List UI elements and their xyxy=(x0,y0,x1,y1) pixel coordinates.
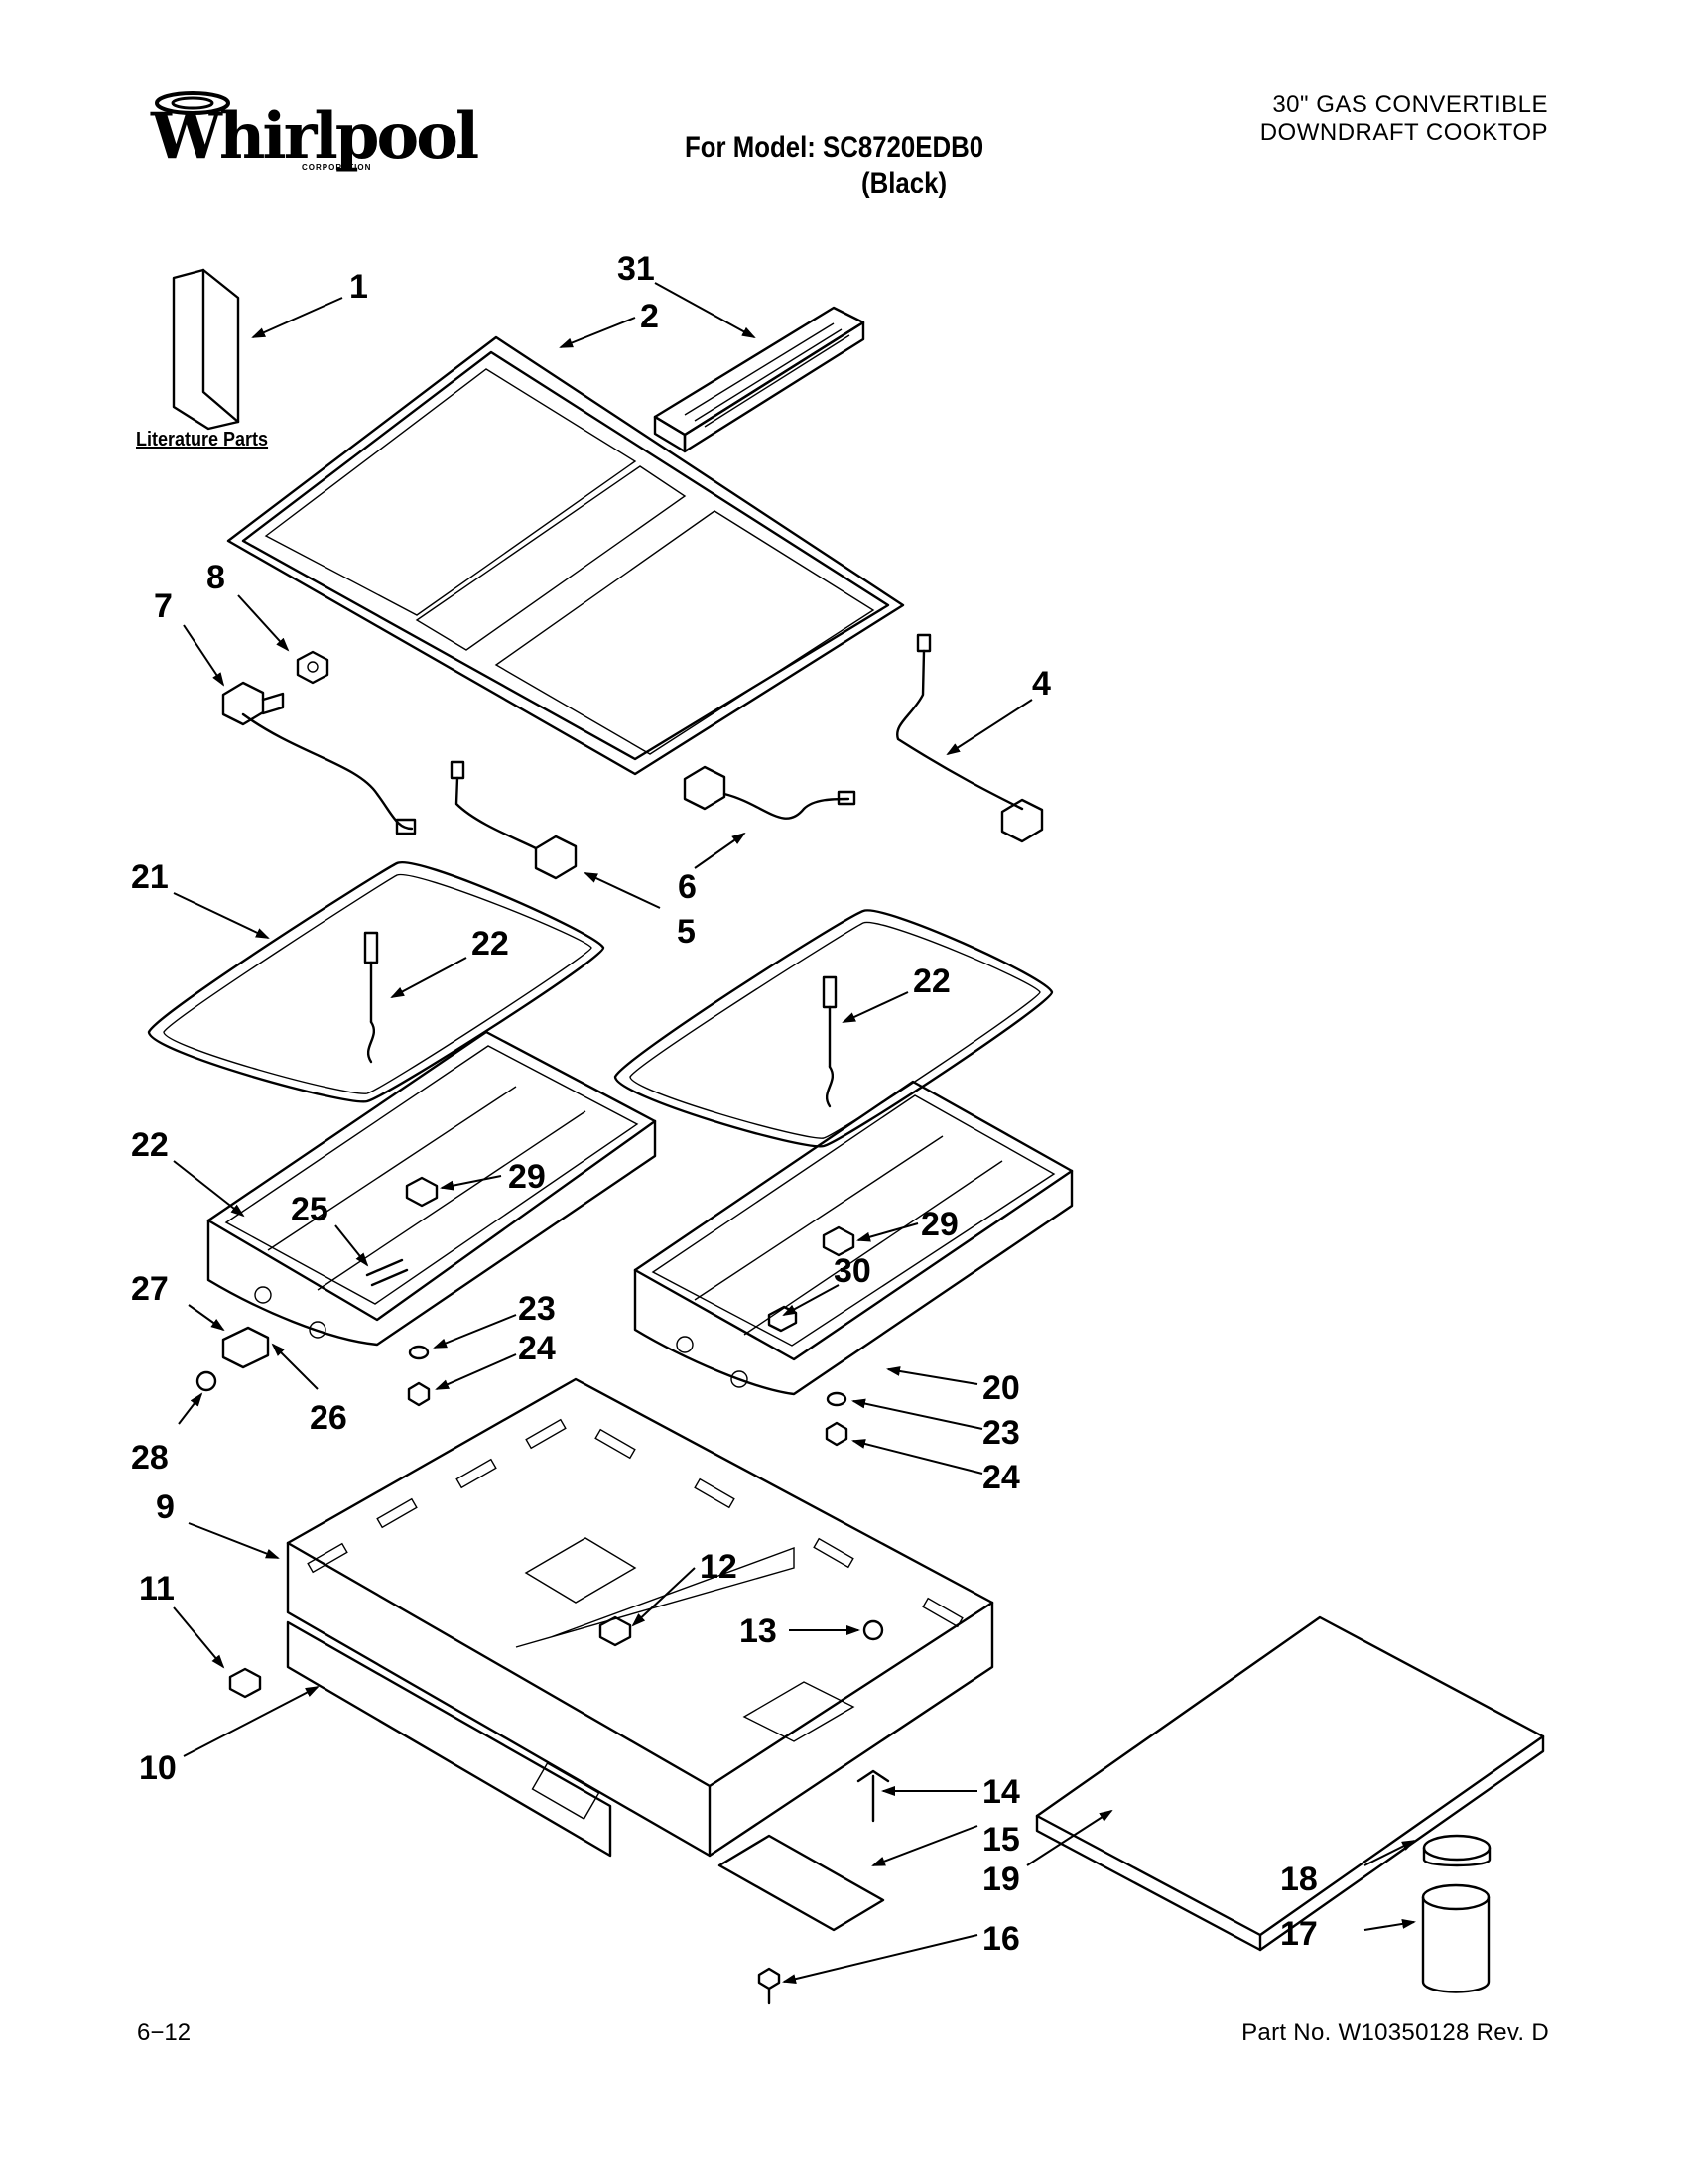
callout-19: 19 xyxy=(982,1861,1020,1898)
burner-box xyxy=(286,1377,994,1858)
nut-24-right xyxy=(825,1421,848,1447)
callout-20: 20 xyxy=(982,1369,1020,1407)
callout-24a: 24 xyxy=(518,1330,556,1367)
callout-27: 27 xyxy=(131,1270,169,1308)
nut-28 xyxy=(195,1370,217,1392)
callout-15: 15 xyxy=(982,1821,1020,1859)
bracket-27 xyxy=(221,1326,270,1369)
burner-pan-left xyxy=(206,1030,657,1347)
bottom-plate xyxy=(1035,1615,1545,1952)
jar-17 xyxy=(1421,1883,1491,1993)
access-cover-15 xyxy=(717,1834,885,1932)
model-line: For Model: SC8720EDB0 xyxy=(685,131,984,164)
product-title-line2: DOWNDRAFT COOKTOP xyxy=(1259,119,1548,146)
logo-subline: CORPORATION xyxy=(302,163,372,172)
callout-8: 8 xyxy=(206,559,225,596)
callout-22c: 22 xyxy=(131,1126,169,1164)
callout-18: 18 xyxy=(1280,1861,1318,1898)
callout-14: 14 xyxy=(982,1773,1020,1811)
callout-22b: 22 xyxy=(913,963,951,1000)
orifice-29-right xyxy=(822,1225,855,1257)
page-number: 6−12 xyxy=(137,2019,192,2046)
callout-21: 21 xyxy=(131,858,169,896)
callout-12: 12 xyxy=(700,1548,737,1586)
callout-30: 30 xyxy=(834,1252,871,1290)
callout-7: 7 xyxy=(154,587,173,625)
grommet-13 xyxy=(862,1619,884,1641)
screw-11 xyxy=(228,1667,262,1699)
model-variant: (Black) xyxy=(861,167,948,199)
leader-lines xyxy=(173,282,1416,1985)
callout-10: 10 xyxy=(139,1749,177,1787)
hex-nut xyxy=(296,650,329,685)
igniter-electrode-right xyxy=(822,975,838,1108)
front-panel xyxy=(286,1620,612,1858)
callout-9: 9 xyxy=(156,1488,175,1526)
callout-29a: 29 xyxy=(508,1158,546,1196)
callout-22a: 22 xyxy=(471,925,509,963)
callout-28: 28 xyxy=(131,1439,169,1477)
callout-4: 4 xyxy=(1032,665,1051,703)
igniter-switch-left xyxy=(221,681,417,835)
callout-23b: 23 xyxy=(982,1414,1020,1452)
callout-2: 2 xyxy=(640,298,659,335)
product-title: 30" GAS CONVERTIBLE DOWNDRAFT COOKTOP xyxy=(1211,91,1548,147)
burner-gasket-left xyxy=(147,860,605,1103)
washer-23-left xyxy=(408,1345,430,1360)
callout-23a: 23 xyxy=(518,1290,556,1328)
igniter-switch-rear xyxy=(683,765,856,820)
logo-swirl-icon xyxy=(155,91,230,115)
cooktop-frame xyxy=(226,335,905,776)
callout-13: 13 xyxy=(739,1612,777,1650)
callout-31: 31 xyxy=(617,250,655,288)
whirlpool-logo: Whirlpool CORPORATION xyxy=(131,89,479,189)
igniter-electrode-left xyxy=(363,931,379,1064)
callout-11: 11 xyxy=(139,1570,175,1607)
screw-14 xyxy=(856,1769,890,1823)
burner-pan-right xyxy=(633,1080,1074,1396)
callout-29b: 29 xyxy=(921,1206,959,1243)
callout-24b: 24 xyxy=(982,1459,1020,1496)
callout-1: 1 xyxy=(349,268,368,306)
nut-24-left xyxy=(407,1381,431,1407)
burner-gasket-right xyxy=(613,909,1054,1148)
callout-5: 5 xyxy=(677,913,696,951)
washer-23-right xyxy=(826,1391,847,1407)
lid-18 xyxy=(1422,1834,1492,1867)
igniter-switch-right xyxy=(896,633,1044,843)
part-number: Part No. W10350128 Rev. D xyxy=(1241,2019,1549,2046)
product-title-line1: 30" GAS CONVERTIBLE xyxy=(1272,91,1548,118)
screw-16 xyxy=(757,1967,781,2005)
callout-25: 25 xyxy=(291,1191,328,1228)
literature-booklet xyxy=(172,268,240,431)
callout-16: 16 xyxy=(982,1920,1020,1958)
screw-25 xyxy=(365,1258,409,1287)
igniter-switch-center xyxy=(450,760,578,880)
logo-wordmark: Whirlpool xyxy=(151,99,479,174)
literature-parts-label: Literature Parts xyxy=(136,429,269,450)
callout-6: 6 xyxy=(678,868,697,906)
screw-12 xyxy=(598,1615,632,1647)
orifice-29-left xyxy=(405,1176,439,1208)
callout-26: 26 xyxy=(310,1399,347,1437)
downdraft-grille xyxy=(653,306,865,453)
callout-17: 17 xyxy=(1280,1915,1318,1953)
callout-labels: 1 31 2 8 7 4 21 22 6 5 22 22 29 25 27 23… xyxy=(131,250,1318,1958)
